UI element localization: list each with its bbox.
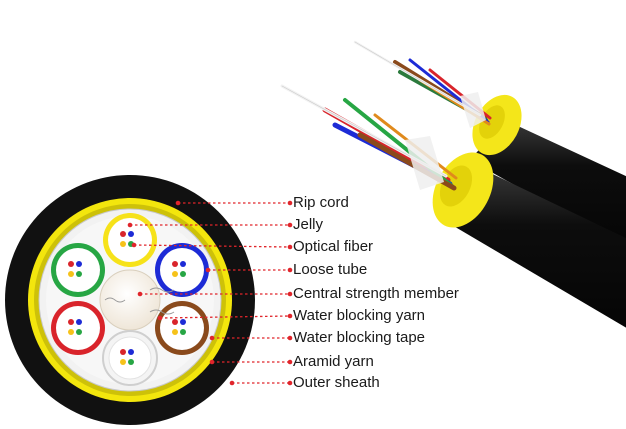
loose-tube-blue <box>155 243 209 297</box>
cable-lower-core <box>439 165 473 207</box>
cable-lower-tape <box>405 136 444 190</box>
leader-water-blocking-yarn <box>159 315 291 319</box>
cable-lower-jacket <box>440 168 626 328</box>
central-strength-member-core <box>99 269 161 331</box>
leader-optical-fiber <box>133 244 291 248</box>
leader-lines <box>130 202 291 384</box>
water-blocking-yarn-strands <box>104 287 175 315</box>
loose-tube-red <box>51 301 105 355</box>
label-optical-fiber: Optical fiber <box>293 238 374 255</box>
label-rip-cord: Rip cord <box>293 194 349 211</box>
cable-upper <box>353 40 626 248</box>
loose-tube-green <box>51 243 105 297</box>
cross-section <box>5 175 255 425</box>
label-outer-sheath: Outer sheath <box>293 374 380 391</box>
label-aramid-yarn: Aramid yarn <box>293 353 374 370</box>
loose-tube-yellow <box>103 213 157 267</box>
loose-tube-white <box>102 330 158 386</box>
label-water-blocking-tape: Water blocking tape <box>293 329 426 346</box>
label-water-blocking-yarn: Water blocking yarn <box>293 307 425 324</box>
label-central-strength-member: Central strength member <box>293 285 459 302</box>
cable-upper-jacket <box>470 120 626 248</box>
leader-endpoints <box>127 200 293 386</box>
cable-lower <box>280 84 626 328</box>
loose-tube-brown <box>155 301 209 355</box>
label-loose-tube: Loose tube <box>293 261 368 278</box>
cable-upper-tape <box>460 92 486 128</box>
label-jelly: Jelly <box>293 216 324 233</box>
